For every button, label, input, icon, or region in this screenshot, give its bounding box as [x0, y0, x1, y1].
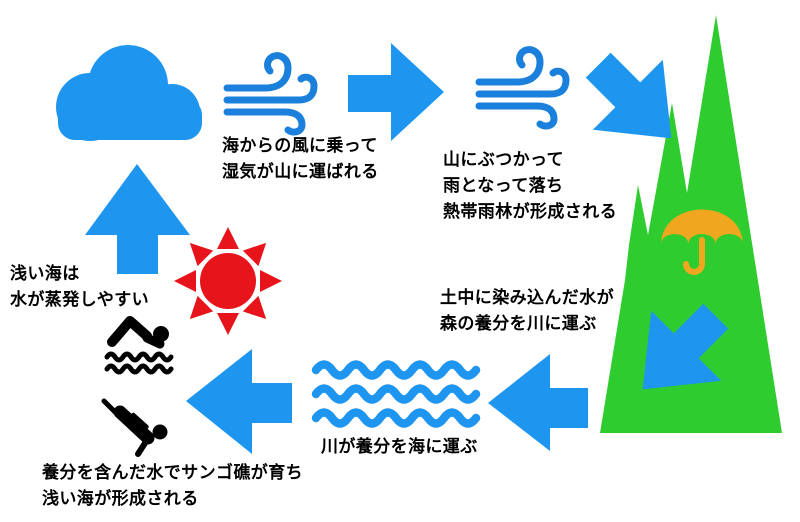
scuba-diver-icon	[101, 398, 168, 457]
label-line: 湿気が山に運ばれる	[222, 162, 379, 181]
wind-icon	[479, 50, 566, 126]
label-line: 川が養分を海に運ぶ	[321, 437, 478, 456]
label-line: 土中に染み込んだ水が	[440, 288, 614, 307]
label-line: 熱帯雨林が形成される	[443, 202, 617, 221]
label-line: 水が蒸発しやすい	[10, 290, 150, 309]
arrow-up-icon	[85, 164, 190, 274]
label-wind-carries: 海からの風に乗って 湿気が山に運ばれる	[222, 133, 379, 185]
sun-icon	[174, 227, 282, 335]
label-rain-forest: 山にぶつかって 雨となって落ち 熱帯雨林が形成される	[443, 147, 617, 225]
river-waves-icon	[311, 360, 481, 428]
label-line: 森の養分を川に運ぶ	[440, 314, 597, 333]
label-line: 浅い海は	[10, 264, 80, 283]
wind-icon	[227, 56, 314, 132]
label-line: 浅い海が形成される	[42, 489, 199, 508]
label-shallow-sea-evaporation: 浅い海は 水が蒸発しやすい	[10, 261, 149, 313]
label-line: 山にぶつかって	[443, 150, 564, 169]
label-river-to-sea: 川が養分を海に運ぶ	[321, 434, 478, 460]
arrow-left-icon	[488, 354, 588, 451]
label-coral-reef: 養分を含んだ水でサンゴ礁が育ち 浅い海が形成される	[42, 460, 303, 512]
swimmer-icon	[104, 316, 174, 375]
label-line: 海からの風に乗って	[222, 136, 378, 155]
label-line: 雨となって落ち	[443, 176, 564, 195]
label-soil-nutrients: 土中に染み込んだ水が 森の養分を川に運ぶ	[440, 285, 614, 337]
arrow-left-icon	[186, 349, 292, 454]
label-line: 養分を含んだ水でサンゴ礁が育ち	[42, 463, 303, 482]
arrow-right-icon	[348, 43, 444, 141]
umbrella-icon	[661, 209, 743, 275]
cloud-icon	[56, 45, 202, 141]
